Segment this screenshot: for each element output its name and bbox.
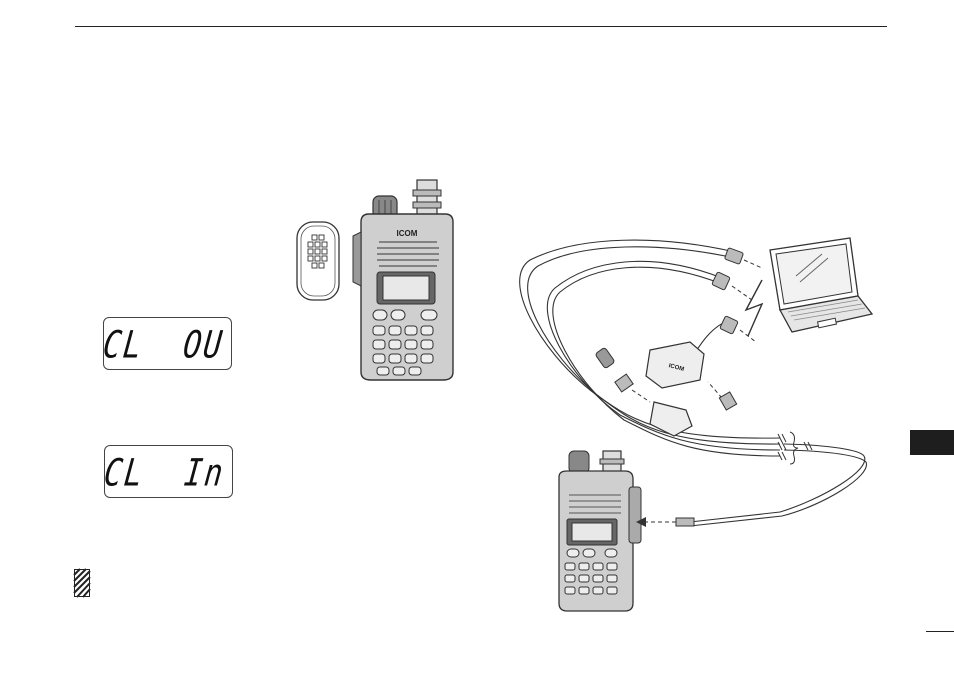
header-rule [75,26,887,27]
remote-keypad-card-icon [296,221,340,301]
lcd-display-clone-out: CL OU [103,317,232,370]
lcd-display-clone-in: CL In [104,445,233,498]
lcd-text-clone-in: CL In [102,456,227,494]
laptop-computer-icon [766,236,874,336]
handheld-transceiver-icon-bottom [555,443,645,613]
lcd-text-clone-out: CL OU [101,328,226,366]
brand-logo: ICOM [397,229,418,238]
hatched-note-icon [74,569,90,597]
jack-arrow [636,514,696,530]
section-tab [910,430,954,455]
page-number-rule [926,631,954,632]
handheld-transceiver-icon: ICOM [353,176,459,382]
